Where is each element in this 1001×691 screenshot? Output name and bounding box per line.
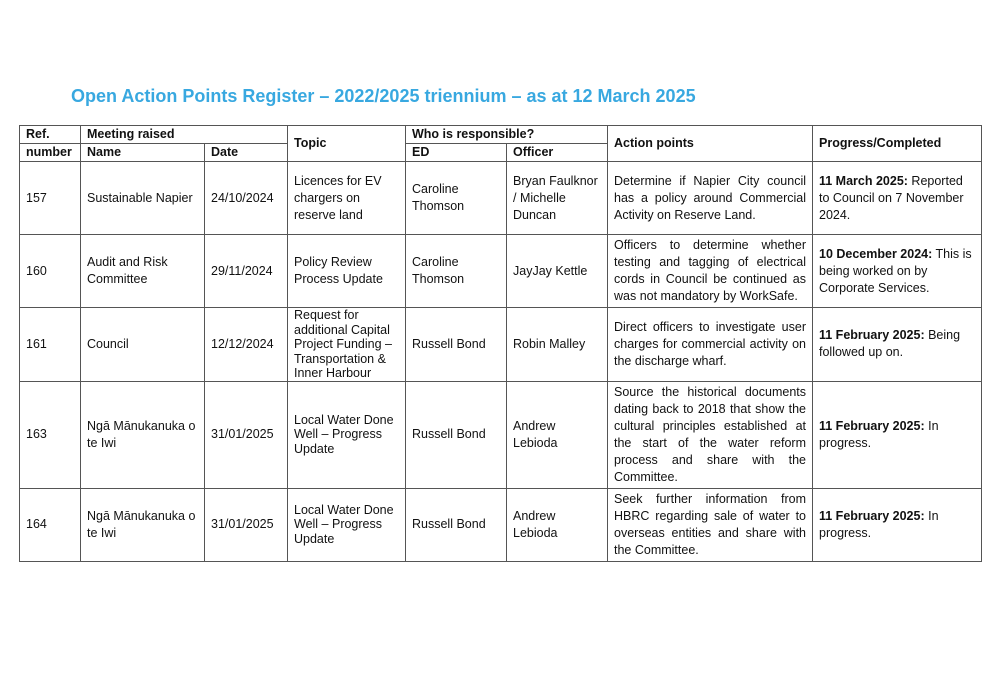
cell-name: Ngā Mānukanuka o te Iwi xyxy=(80,380,205,489)
cell-name: Audit and Risk Committee xyxy=(80,234,205,308)
progress-date: 11 March 2025: xyxy=(819,173,908,188)
progress-date: 11 February 2025: xyxy=(819,328,925,343)
cell-ed: Russell Bond xyxy=(405,487,507,562)
page-title: Open Action Points Register – 2022/2025 … xyxy=(71,86,696,106)
progress-text: In progress. xyxy=(819,418,939,450)
cell-date: 31/01/2025 xyxy=(204,380,288,489)
cell-progress: 10 December 2024: This is being worked o… xyxy=(812,234,982,308)
cell-officer: Andrew Lebioda xyxy=(506,487,608,562)
header-date: Date xyxy=(204,143,288,162)
cell-topic: Policy Review Process Update xyxy=(287,234,406,308)
table-row: 164 Ngā Mānukanuka o te Iwi 31/01/2025 L… xyxy=(19,487,982,562)
cell-action: Officers to determine whether testing an… xyxy=(607,234,813,308)
cell-name: Council xyxy=(80,307,205,382)
cell-name: Sustainable Napier xyxy=(80,161,205,235)
progress-date: 10 December 2024: xyxy=(819,246,933,261)
header-row-2: number Name Date ED Officer xyxy=(19,143,982,162)
cell-date: 31/01/2025 xyxy=(204,487,288,562)
cell-ed: Russell Bond xyxy=(405,307,507,382)
cell-ref: 163 xyxy=(19,380,81,489)
cell-officer: JayJay Kettle xyxy=(506,234,608,308)
cell-date: 12/12/2024 xyxy=(204,307,288,382)
cell-action: Source the historical documents dating b… xyxy=(607,380,813,489)
cell-ed: Russell Bond xyxy=(405,380,507,489)
header-row-1: Ref. Meeting raised Topic Who is respons… xyxy=(19,125,982,162)
header-ref: Ref. xyxy=(19,125,81,144)
cell-action: Direct officers to investigate user char… xyxy=(607,307,813,382)
cell-action: Determine if Napier City council has a p… xyxy=(607,161,813,235)
cell-officer: Bryan Faulknor / Michelle Duncan xyxy=(506,161,608,235)
cell-ref: 157 xyxy=(19,161,81,235)
header-officer: Officer xyxy=(506,143,608,162)
cell-officer: Andrew Lebioda xyxy=(506,380,608,489)
progress-text: In progress. xyxy=(819,508,939,540)
table-row: 160 Audit and Risk Committee 29/11/2024 … xyxy=(19,234,982,308)
header-ed: ED xyxy=(405,143,507,162)
progress-text: Being followed up on. xyxy=(819,328,961,360)
cell-ref: 160 xyxy=(19,234,81,308)
table-row: 163 Ngā Mānukanuka o te Iwi 31/01/2025 L… xyxy=(19,380,982,489)
cell-topic: Local Water Done Well – Progress Update xyxy=(287,487,406,562)
header-meeting-raised: Meeting raised xyxy=(80,125,288,144)
header-progress: Progress/Completed xyxy=(812,125,982,162)
cell-action: Seek further information from HBRC regar… xyxy=(607,487,813,562)
cell-progress: 11 March 2025: Reported to Council on 7 … xyxy=(812,161,982,235)
action-points-table: Ref. Meeting raised Topic Who is respons… xyxy=(19,125,982,562)
table-row: 161 Council 12/12/2024 Request for addit… xyxy=(19,307,982,382)
cell-date: 24/10/2024 xyxy=(204,161,288,235)
cell-date: 29/11/2024 xyxy=(204,234,288,308)
cell-officer: Robin Malley xyxy=(506,307,608,382)
cell-progress: 11 February 2025: Being followed up on. xyxy=(812,307,982,382)
header-name: Name xyxy=(80,143,205,162)
cell-ed: Caroline Thomson xyxy=(405,234,507,308)
cell-ref: 161 xyxy=(19,307,81,382)
cell-progress: 11 February 2025: In progress. xyxy=(812,487,982,562)
cell-progress: 11 February 2025: In progress. xyxy=(812,380,982,489)
header-who-responsible: Who is responsible? xyxy=(405,125,608,144)
cell-name: Ngā Mānukanuka o te Iwi xyxy=(80,487,205,562)
progress-date: 11 February 2025: xyxy=(819,418,925,433)
cell-topic: Local Water Done Well – Progress Update xyxy=(287,380,406,489)
cell-ref: 164 xyxy=(19,487,81,562)
progress-date: 11 February 2025: xyxy=(819,508,925,523)
table-row: 157 Sustainable Napier 24/10/2024 Licenc… xyxy=(19,161,982,235)
progress-text: This is being worked on by Corporate Ser… xyxy=(819,246,972,295)
cell-topic: Request for additional Capital Project F… xyxy=(287,307,406,382)
progress-text: Reported to Council on 7 November 2024. xyxy=(819,173,964,222)
header-action-points: Action points xyxy=(607,125,813,162)
header-topic: Topic xyxy=(287,125,406,162)
cell-topic: Licences for EV chargers on reserve land xyxy=(287,161,406,235)
header-ref-number: number xyxy=(19,143,81,162)
cell-ed: Caroline Thomson xyxy=(405,161,507,235)
